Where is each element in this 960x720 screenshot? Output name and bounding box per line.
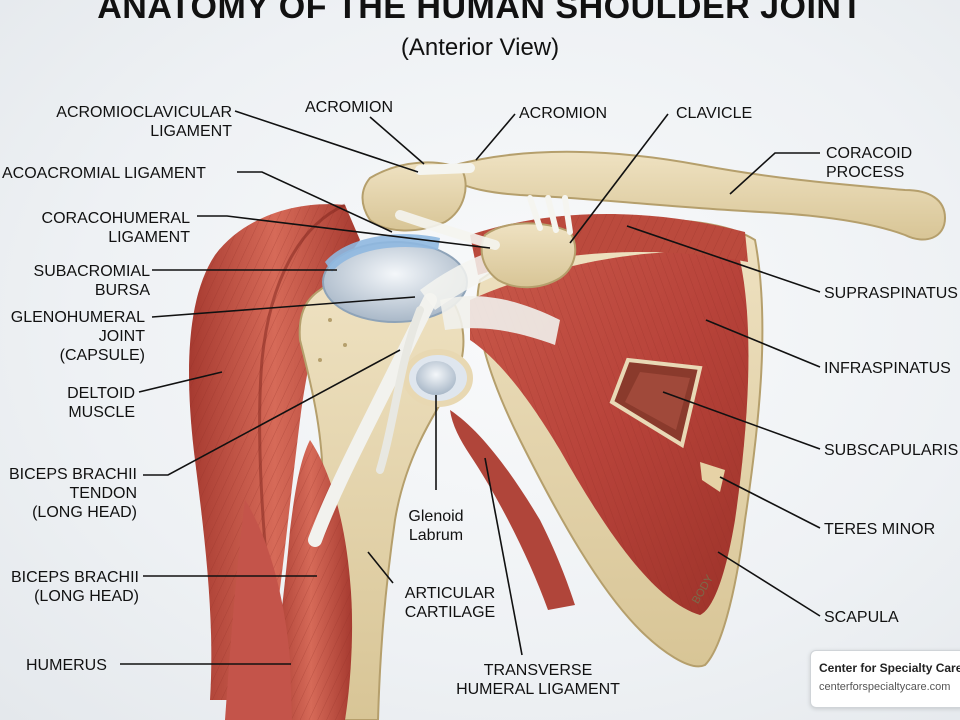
label-supraspinatus: SUPRASPINATUS bbox=[824, 285, 958, 302]
label-subscapularis: SUBSCAPULARIS bbox=[824, 442, 959, 459]
label-coracohumeral-ligament: CORACOHUMERAL LIGAMENT bbox=[41, 210, 190, 246]
label-deltoid-muscle: DELTOID MUSCLE bbox=[67, 385, 135, 421]
label-coracoid-process: CORACOID PROCESS bbox=[826, 145, 913, 181]
label-clavicle: CLAVICLE bbox=[676, 105, 753, 122]
page-title: ANATOMY OF THE HUMAN SHOULDER JOINT bbox=[97, 0, 863, 26]
label-biceps-long-head: BICEPS BRACHII (LONG HEAD) bbox=[10, 569, 139, 605]
label-humerus: HUMERUS bbox=[26, 657, 107, 674]
label-articular-cartilage: ARTICULAR CARTILAGE bbox=[404, 585, 496, 621]
label-transverse-humeral-ligament: TRANSVERSE HUMERAL LIGAMENT bbox=[456, 662, 620, 698]
clavicle-shape bbox=[454, 150, 947, 241]
label-acromion-left: ACROMION bbox=[305, 99, 393, 116]
label-scapula: SCAPULA bbox=[824, 609, 899, 626]
label-glenohumeral-joint: GLENOHUMERAL JOINT (CAPSULE) bbox=[10, 309, 145, 364]
leader-lines bbox=[120, 110, 821, 665]
label-acromioclavicular-ligament: ACROMIOCLAVICULAR LIGAMENT bbox=[56, 104, 232, 140]
label-infraspinatus: INFRASPINATUS bbox=[824, 360, 951, 377]
label-coracoacromial-ligament: ACOACROMIAL LIGAMENT bbox=[2, 165, 206, 182]
label-subacromial-bursa: SUBACROMIAL BURSA bbox=[33, 263, 150, 299]
label-glenoid-labrum: Glenoid Labrum bbox=[408, 508, 464, 544]
acromion-shape bbox=[361, 161, 467, 232]
page-subtitle: (Anterior View) bbox=[400, 34, 560, 61]
coracoid-shape bbox=[480, 222, 577, 289]
credit-url-link[interactable]: centerforspecialtycare.com bbox=[819, 681, 951, 693]
subacromial-bursa-shape bbox=[325, 234, 440, 272]
credit-name: Center for Specialty Care bbox=[819, 661, 960, 675]
label-acromion-right: ACROMION bbox=[519, 105, 607, 122]
label-teres-minor: TERES MINOR bbox=[824, 521, 936, 538]
credit-badge[interactable]: Center for Specialty Care centerforspeci… bbox=[810, 650, 960, 708]
label-biceps-tendon: BICEPS BRACHII TENDON (LONG HEAD) bbox=[8, 466, 137, 521]
